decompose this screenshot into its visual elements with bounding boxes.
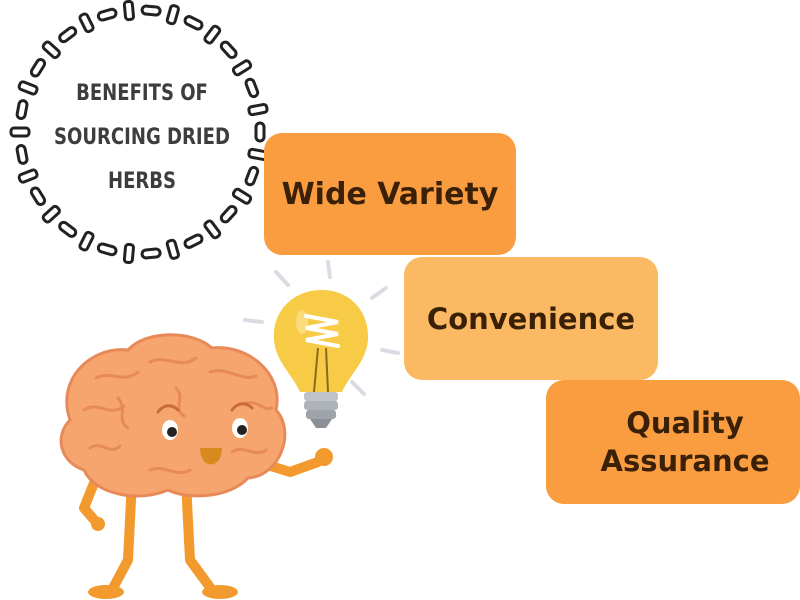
diagram-title: BENEFITS OF SOURCING DRIED HERBS (52, 72, 232, 204)
chain-link (140, 4, 162, 17)
chain-link (29, 58, 47, 78)
chain-link (203, 24, 222, 45)
chain-link (203, 219, 222, 240)
chain-link (96, 242, 118, 257)
chain-link (165, 238, 180, 260)
chain-link (15, 144, 29, 165)
chain-link (244, 77, 260, 99)
chain-link (58, 26, 78, 44)
chain-link (219, 204, 238, 224)
benefit-card-convenience: Convenience (404, 257, 658, 380)
chain-link (140, 247, 162, 260)
chain-link (165, 4, 180, 26)
chain-link (244, 165, 260, 187)
benefit-card-quality-assurance: Quality Assurance (546, 380, 800, 504)
chain-link (122, 0, 135, 22)
title-line-1: BENEFITS OF (76, 81, 208, 106)
title-line-2: SOURCING DRIED (54, 125, 230, 150)
chain-link (29, 186, 47, 206)
title-line-3: HERBS (107, 169, 177, 194)
benefit-label-quality: Quality (626, 406, 744, 440)
chain-link (15, 99, 29, 120)
chain-link (219, 40, 238, 60)
chain-link (41, 40, 61, 60)
chain-link (41, 204, 61, 224)
chain-link (122, 242, 135, 265)
chain-link (17, 80, 39, 96)
benefit-label-wide-variety: Wide Variety (281, 176, 499, 212)
chain-link (17, 168, 39, 184)
chain-link (96, 7, 118, 22)
chain-link (247, 102, 269, 117)
chain-link (183, 15, 204, 31)
chain-link (9, 126, 31, 138)
chain-link (183, 233, 204, 249)
chain-link (231, 187, 253, 205)
chain-link (231, 59, 253, 77)
chain-link (58, 220, 78, 238)
chain-link (78, 12, 95, 34)
chain-link (78, 230, 95, 252)
benefit-label-assurance: Assurance (600, 444, 770, 478)
chain-link (254, 121, 266, 143)
benefit-card-wide-variety: Wide Variety (264, 133, 516, 255)
benefit-label-convenience: Convenience (426, 301, 636, 336)
